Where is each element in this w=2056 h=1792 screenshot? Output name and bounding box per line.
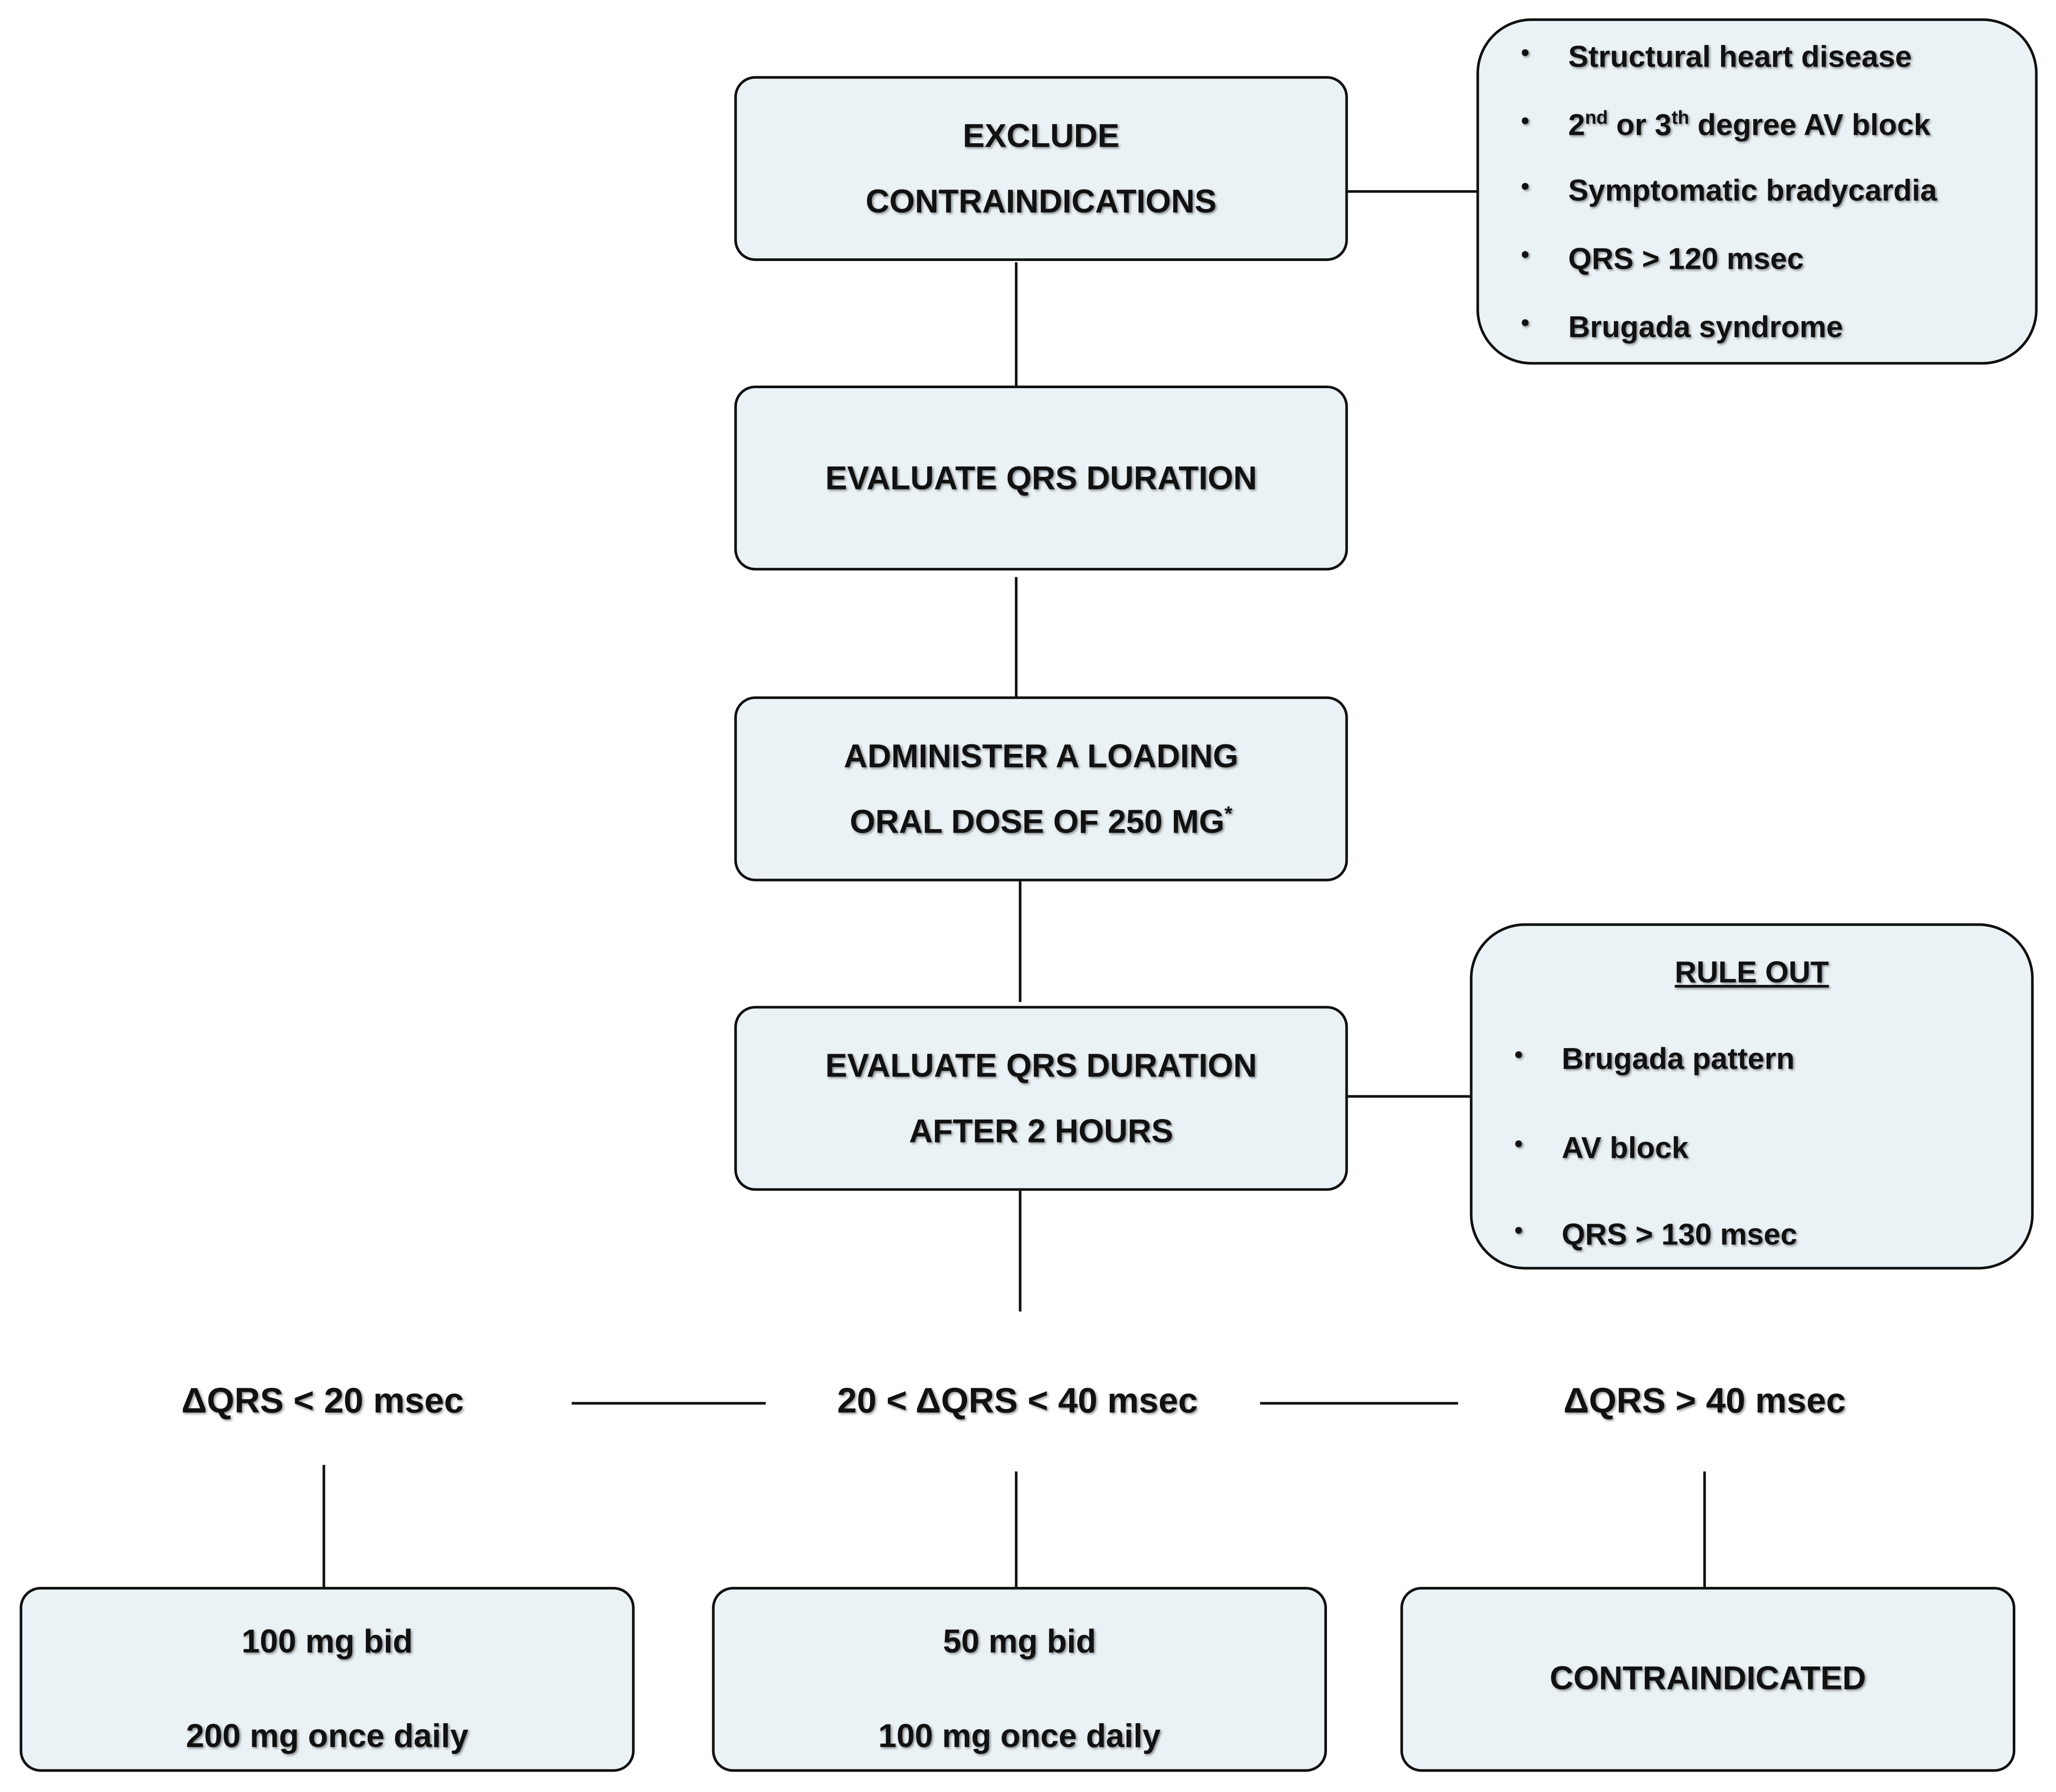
contraindication-item: QRS > 120 msec bbox=[1521, 241, 1804, 277]
contraindication-item: Structural heart disease bbox=[1521, 39, 1911, 75]
connector-middle-branch-to-outcome bbox=[1015, 1471, 1018, 1587]
loading-line1: ADMINISTER A LOADING bbox=[844, 737, 1239, 775]
rule-out-box: RULE OUT Brugada pattern AV block QRS > … bbox=[1470, 923, 2034, 1270]
outcome-middle-box: 50 mg bid 100 mg once daily bbox=[712, 1587, 1327, 1772]
outcome-right-label: CONTRAINDICATED bbox=[1549, 1660, 1866, 1697]
branch-right-label: ΔQRS > 40 msec bbox=[1563, 1381, 1846, 1421]
connector-evaluate-to-loading bbox=[1015, 577, 1018, 698]
contraindication-item: 2nd or 3th degree AV block bbox=[1521, 107, 1931, 143]
connector-middle-to-right bbox=[1260, 1402, 1458, 1405]
av-block-sup-th: th bbox=[1671, 108, 1690, 129]
outcome-left-line2: 200 mg once daily bbox=[186, 1718, 469, 1755]
outcome-right-box: CONTRAINDICATED bbox=[1400, 1587, 2016, 1772]
rule-out-item: Brugada pattern bbox=[1515, 1041, 1795, 1077]
contraindication-item: Symptomatic bradycardia bbox=[1521, 173, 1937, 209]
outcome-middle-line2: 100 mg once daily bbox=[878, 1718, 1161, 1755]
evaluate2-line2: AFTER 2 HOURS bbox=[909, 1113, 1173, 1150]
branch-middle-label: 20 < ΔQRS < 40 msec bbox=[837, 1381, 1198, 1421]
loading-line2: ORAL DOSE OF 250 MG* bbox=[850, 789, 1232, 855]
connector-left-to-middle bbox=[572, 1402, 766, 1405]
connector-evaluate2-to-ruleout bbox=[1348, 1095, 1471, 1098]
outcome-left-box: 100 mg bid 200 mg once daily bbox=[19, 1587, 635, 1772]
rule-out-title: RULE OUT bbox=[1674, 955, 1829, 989]
loading-footnote-mark: * bbox=[1224, 803, 1233, 825]
contraindication-item: Brugada syndrome bbox=[1521, 309, 1843, 345]
rule-out-item: QRS > 130 msec bbox=[1515, 1217, 1797, 1252]
connector-loading-to-evaluate2 bbox=[1018, 881, 1022, 1002]
exclude-line1: EXCLUDE bbox=[963, 117, 1120, 154]
connector-left-branch-to-outcome bbox=[322, 1465, 325, 1587]
branch-left-label: ΔQRS < 20 msec bbox=[181, 1381, 464, 1421]
exclude-line2: CONTRAINDICATIONS bbox=[865, 183, 1217, 220]
evaluate2-line1: EVALUATE QRS DURATION bbox=[825, 1047, 1257, 1084]
connector-exclude-to-contraindications bbox=[1348, 190, 1477, 193]
exclude-contraindications-box: EXCLUDE CONTRAINDICATIONS bbox=[734, 76, 1348, 261]
connector-right-branch-to-outcome bbox=[1703, 1471, 1706, 1587]
connector-evaluate2-to-branches bbox=[1018, 1190, 1022, 1312]
contraindications-list-box: Structural heart disease 2nd or 3th degr… bbox=[1476, 18, 2038, 365]
loading-line2-text: ORAL DOSE OF 250 MG bbox=[850, 803, 1225, 840]
av-block-sup-nd: nd bbox=[1585, 108, 1608, 129]
connector-exclude-to-evaluate bbox=[1015, 262, 1018, 386]
av-block-or3: or 3 bbox=[1608, 107, 1672, 142]
av-block-2: 2 bbox=[1568, 107, 1585, 142]
outcome-middle-line1: 50 mg bid bbox=[943, 1623, 1096, 1660]
outcome-left-line1: 100 mg bid bbox=[241, 1623, 413, 1660]
av-block-tail: degree AV block bbox=[1689, 107, 1931, 142]
loading-dose-box: ADMINISTER A LOADING ORAL DOSE OF 250 MG… bbox=[734, 696, 1348, 882]
evaluate-qrs-box: EVALUATE QRS DURATION bbox=[734, 385, 1348, 571]
evaluate-qrs-label: EVALUATE QRS DURATION bbox=[825, 460, 1257, 497]
rule-out-item: AV block bbox=[1515, 1130, 1689, 1166]
evaluate-after-2h-box: EVALUATE QRS DURATION AFTER 2 HOURS bbox=[734, 1006, 1348, 1191]
